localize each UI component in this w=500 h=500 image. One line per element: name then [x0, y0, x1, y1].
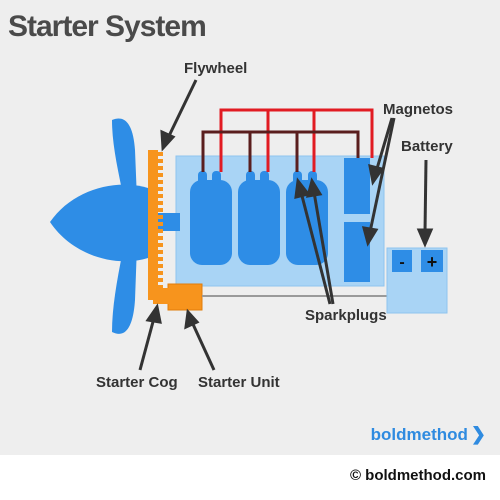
cylinder-1-plug-left [198, 171, 207, 185]
flywheel-tooth [158, 152, 163, 156]
diagram-title: Starter System [8, 10, 207, 43]
flywheel-tooth [158, 215, 163, 219]
starter-system-diagram: - + [50, 79, 448, 371]
propeller-spinner [50, 184, 148, 262]
starter-unit-arrow [184, 308, 216, 371]
battery-positive-label: + [427, 252, 438, 272]
sparkplug-arrow-1 [294, 177, 332, 305]
flywheel-arrow [160, 79, 198, 152]
flywheel-tooth [158, 236, 163, 240]
flywheel-tooth [158, 264, 163, 268]
battery-negative-terminal [392, 250, 412, 272]
flywheel-tooth [158, 187, 163, 191]
label-battery: Battery [401, 138, 453, 155]
starter-cog [153, 288, 169, 304]
battery-arrow [416, 159, 434, 248]
sparkplug-wires [201, 130, 360, 172]
flywheel-tooth [158, 257, 163, 261]
label-starter-unit: Starter Unit [198, 374, 280, 391]
flywheel-tooth [158, 194, 163, 198]
propeller-lower-blade [112, 245, 137, 334]
propeller [50, 118, 148, 334]
label-sparkplugs: Sparkplugs [305, 307, 387, 324]
starter-cog-arrow [138, 303, 162, 371]
flywheel-tooth [158, 271, 163, 275]
flywheel-tooth [158, 166, 163, 170]
flywheel-tooth [158, 201, 163, 205]
magneto-wires [219, 108, 374, 172]
flywheel-tooth [158, 159, 163, 163]
cylinder-3 [286, 171, 328, 265]
flywheel-body [148, 150, 158, 300]
cylinder-3-body [286, 180, 328, 265]
cylinder-2 [238, 171, 280, 265]
flywheel-tooth [158, 180, 163, 184]
label-starter-cog: Starter Cog [96, 374, 178, 391]
battery-negative-label: - [399, 254, 404, 271]
brand-name: boldmethod [370, 425, 468, 444]
flywheel-tooth [158, 173, 163, 177]
propeller-upper-blade [112, 118, 137, 200]
magneto-upper [344, 158, 370, 214]
brand-logo: boldmethod❯ [371, 424, 486, 445]
cylinder-3-plug-right [308, 171, 317, 185]
flywheel [148, 150, 163, 300]
flywheel-tooth [158, 208, 163, 212]
flywheel-tooth [158, 278, 163, 282]
magneto-arrow-2 [361, 117, 396, 247]
starter-unit [167, 283, 203, 311]
sparkplug-arrow-2 [305, 177, 335, 305]
footer-bar [0, 455, 500, 500]
flywheel-tooth [158, 222, 163, 226]
leader-arrows [138, 79, 434, 371]
magneto-arrow-1 [368, 117, 394, 186]
label-flywheel: Flywheel [184, 60, 248, 77]
cylinder-2-plug-right [260, 171, 269, 185]
label-magnetos: Magnetos [383, 101, 454, 118]
chevron-right-icon: ❯ [470, 424, 486, 444]
battery-positive-terminal [421, 250, 443, 272]
cylinder-1-body [190, 180, 232, 265]
battery: - + [386, 247, 448, 314]
flywheel-teeth [158, 152, 163, 296]
flywheel-tooth [158, 243, 163, 247]
flywheel-tooth [158, 285, 163, 289]
magneto-wire-bus [219, 108, 374, 172]
sparkplug-wire-bus [201, 130, 360, 172]
cylinders [190, 171, 328, 265]
cylinder-2-plug-left [246, 171, 255, 185]
cylinder-2-body [238, 180, 280, 265]
flywheel-tooth [158, 250, 163, 254]
cylinder-1-plug-right [212, 171, 221, 185]
cylinder-1 [190, 171, 232, 265]
flywheel-tooth [158, 229, 163, 233]
copyright-text: © boldmethod.com [349, 467, 486, 484]
